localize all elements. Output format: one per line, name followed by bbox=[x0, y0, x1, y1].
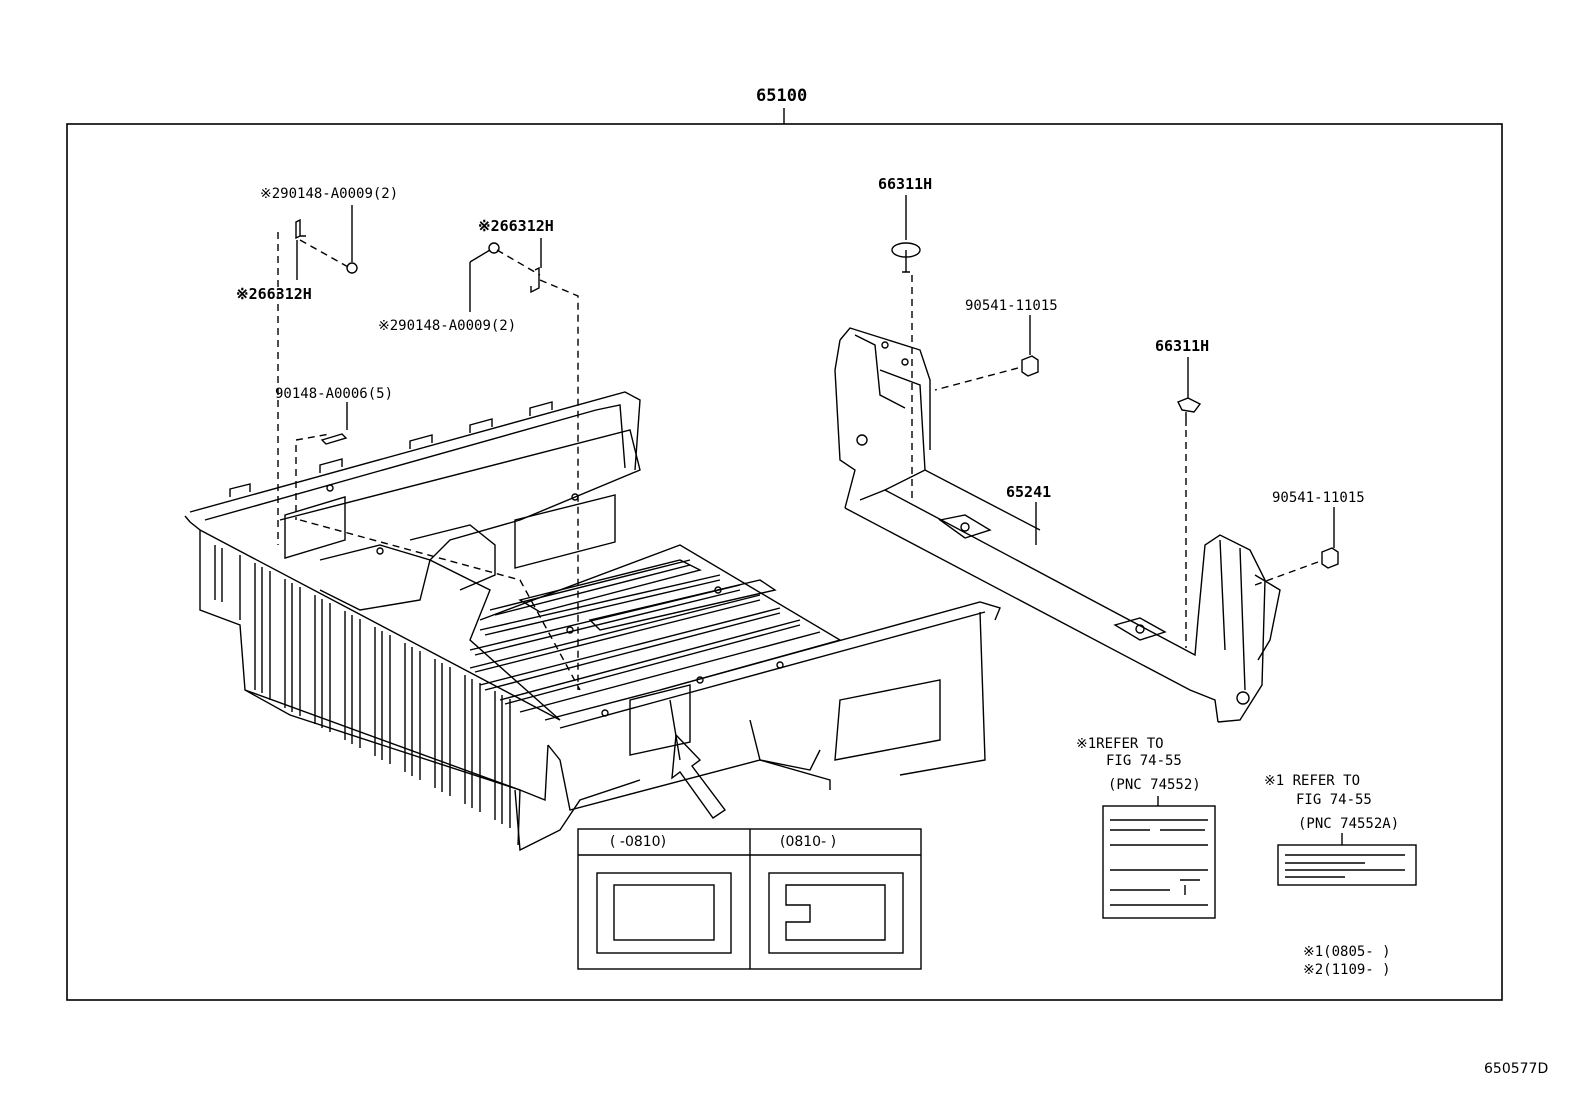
assembly-frame bbox=[66, 123, 1503, 1001]
main-part-number: 65100 bbox=[756, 86, 808, 106]
refer-note-left-line1: ※1REFER TO bbox=[1076, 736, 1164, 752]
callout-clip-bolt-top-left[interactable]: ※290148-A0009(2) bbox=[260, 186, 399, 202]
label-sticker-74552a bbox=[1277, 833, 1417, 886]
legend-note-2: ※2(1109- ) bbox=[1303, 962, 1391, 978]
callout-hook-top[interactable]: 66311H bbox=[878, 175, 933, 193]
legend-note-1: ※1(0805- ) bbox=[1303, 944, 1391, 960]
truck-bed-drawing bbox=[184, 391, 1001, 852]
variant-table bbox=[577, 828, 922, 970]
callout-bracket-left[interactable]: ※266312H bbox=[236, 285, 312, 303]
refer-note-right-line1: ※1 REFER TO bbox=[1264, 773, 1361, 789]
refer-note-left-line2: FIG 74-55 bbox=[1106, 753, 1182, 769]
crossmember-drawing bbox=[834, 327, 1281, 723]
callout-nut-right[interactable]: 90541-11015 bbox=[1272, 490, 1365, 506]
callout-crossmember[interactable]: 65241 bbox=[1006, 483, 1052, 501]
refer-note-right-line3[interactable]: (PNC 74552A) bbox=[1298, 816, 1400, 832]
variant-table-col2-header: (0810- ) bbox=[780, 834, 837, 850]
label-location-arrow bbox=[671, 733, 727, 819]
callout-hook-right[interactable]: 66311H bbox=[1155, 337, 1210, 355]
label-sticker-74552 bbox=[1102, 796, 1216, 919]
callout-bolt-side[interactable]: 90148-A0006(5) bbox=[275, 386, 394, 402]
callout-clip-bolt-center[interactable]: ※290148-A0009(2) bbox=[378, 318, 517, 334]
figure-id: 650577D bbox=[1484, 1061, 1549, 1077]
callout-bracket-center[interactable]: ※266312H bbox=[478, 217, 554, 235]
refer-note-left-line3[interactable]: (PNC 74552) bbox=[1108, 777, 1201, 793]
refer-note-right-line2: FIG 74-55 bbox=[1296, 792, 1372, 808]
variant-table-col1-header: ( -0810) bbox=[610, 834, 667, 850]
callout-nut-top[interactable]: 90541-11015 bbox=[965, 298, 1058, 314]
